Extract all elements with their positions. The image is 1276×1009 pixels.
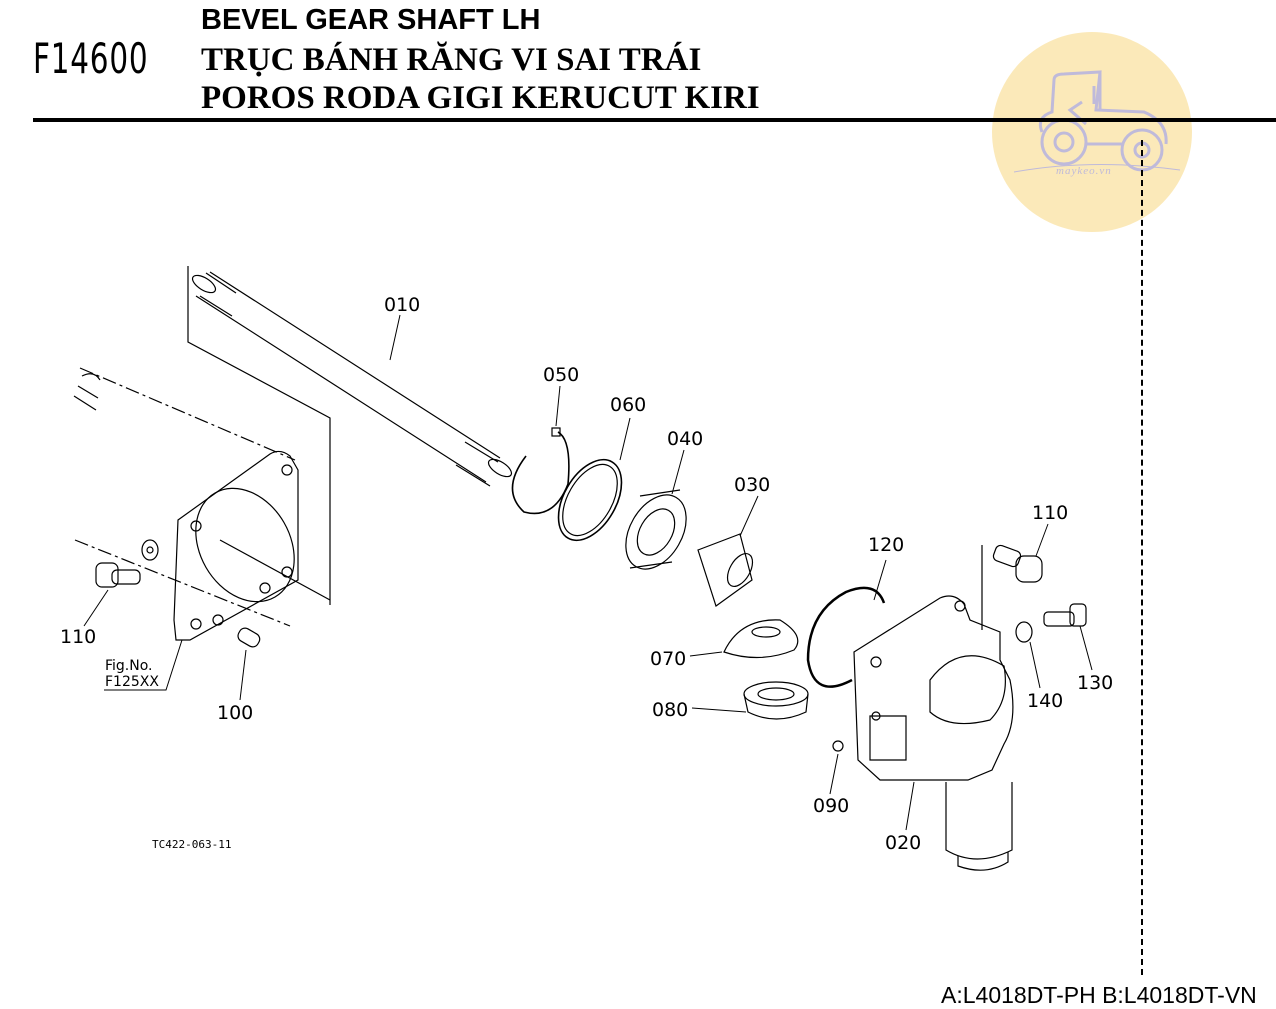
figure-reference: Fig.No. F125XX bbox=[105, 658, 159, 690]
title-indonesian: POROS RODA GIGI KERUCUT KIRI bbox=[201, 80, 760, 116]
part-label-120: 120 bbox=[868, 534, 905, 556]
part-label-070: 070 bbox=[650, 648, 687, 670]
part-label-090: 090 bbox=[813, 795, 850, 817]
applicable-models: A:L4018DT-PH B:L4018DT-VN bbox=[941, 982, 1257, 1008]
part-label-110-left: 110 bbox=[60, 626, 97, 648]
part-label-100: 100 bbox=[217, 702, 254, 724]
part-label-140: 140 bbox=[1027, 690, 1064, 712]
part-label-080: 080 bbox=[652, 699, 689, 721]
title-vietnamese: TRỤC BÁNH RĂNG VI SAI TRÁI bbox=[201, 42, 702, 78]
part-label-040: 040 bbox=[667, 428, 704, 450]
part-label-130: 130 bbox=[1077, 672, 1114, 694]
drawing-number: TC422-063-11 bbox=[152, 838, 232, 851]
part-label-030: 030 bbox=[734, 474, 771, 496]
part-label-020: 020 bbox=[885, 832, 922, 854]
title-english: BEVEL GEAR SHAFT LH bbox=[201, 4, 541, 36]
watermark-text: maykeo.vn bbox=[1056, 165, 1112, 177]
part-label-050: 050 bbox=[543, 364, 580, 386]
model-separator-dashed-line bbox=[1141, 140, 1143, 975]
part-label-010: 010 bbox=[384, 294, 421, 316]
figure-code: F14600 bbox=[33, 34, 149, 83]
header-rule bbox=[33, 118, 1276, 122]
part-label-110-right: 110 bbox=[1032, 502, 1069, 524]
figure-reference-label: Fig.No. bbox=[105, 658, 153, 674]
figure-reference-number: F125XX bbox=[105, 674, 159, 690]
part-label-060: 060 bbox=[610, 394, 647, 416]
